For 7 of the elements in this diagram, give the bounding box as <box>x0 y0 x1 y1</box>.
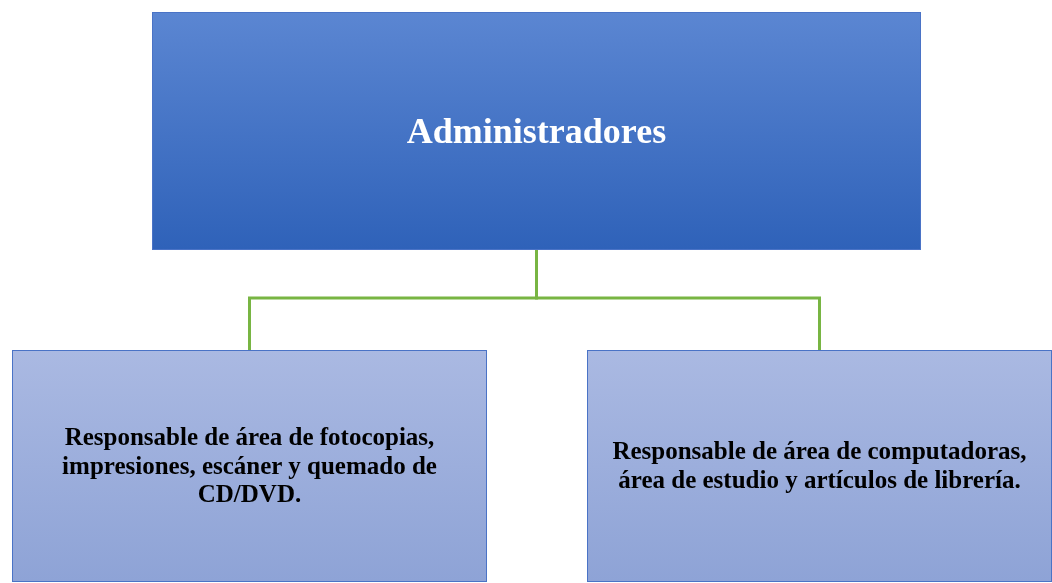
header-box <box>152 12 921 250</box>
box-text: Administradores <box>406 110 667 152</box>
box-text: Responsable de área de fotocopias, impresiones, escáner y quemado de CD/DVD. <box>61 422 438 510</box>
role-box <box>12 350 487 582</box>
role-box <box>587 350 1052 582</box>
connector-line <box>535 250 821 350</box>
box-text: Responsable de área de computadoras, área de estudio y artículos de librería. <box>611 437 1028 495</box>
